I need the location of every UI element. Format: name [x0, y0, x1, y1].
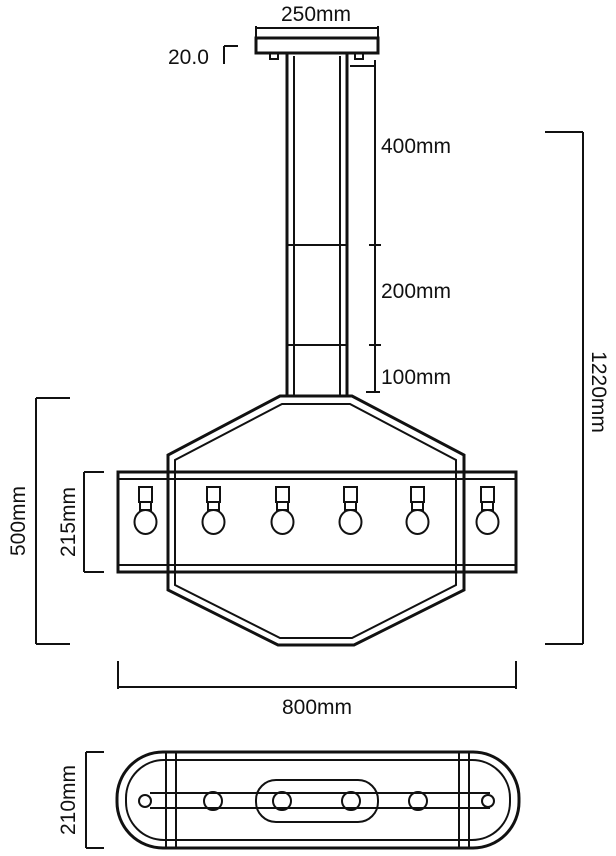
shade-height-label: 215mm	[57, 487, 80, 557]
frame	[166, 394, 466, 647]
depth-label: 210mm	[57, 765, 80, 835]
angle-dimension: 20.0	[168, 45, 238, 69]
body-height-label: 500mm	[7, 486, 30, 556]
bulb	[405, 486, 430, 535]
bulbs-top	[138, 791, 495, 811]
body-height-dimension: 500mm	[7, 397, 70, 645]
shade-height-dimension: 215mm	[57, 471, 104, 573]
bulb	[201, 486, 226, 535]
bulb	[133, 486, 158, 535]
bulb	[338, 486, 363, 535]
rod-segment-dimensions: 400mm 200mm 100mm	[366, 60, 451, 393]
rod-lower-label: 100mm	[381, 366, 451, 389]
angle-label: 20.0	[168, 46, 209, 69]
canopy	[254, 36, 380, 60]
bulb	[475, 486, 500, 535]
rod-upper-label: 400mm	[381, 135, 451, 158]
top-view	[115, 750, 521, 850]
depth-dimension: 210mm	[57, 751, 104, 849]
total-height-label: 1220mm	[587, 351, 610, 433]
suspension-rods	[285, 54, 375, 396]
canopy-width-dimension: 250mm	[255, 3, 379, 40]
canopy-width-label: 250mm	[281, 3, 351, 26]
rod-middle-label: 200mm	[381, 280, 451, 303]
bulbs-front	[133, 486, 500, 535]
width-dimension: 800mm	[117, 661, 517, 719]
total-height-dimension: 1220mm	[545, 131, 610, 645]
shade-box	[116, 470, 518, 574]
bulb	[270, 486, 295, 535]
width-label: 800mm	[282, 696, 352, 719]
